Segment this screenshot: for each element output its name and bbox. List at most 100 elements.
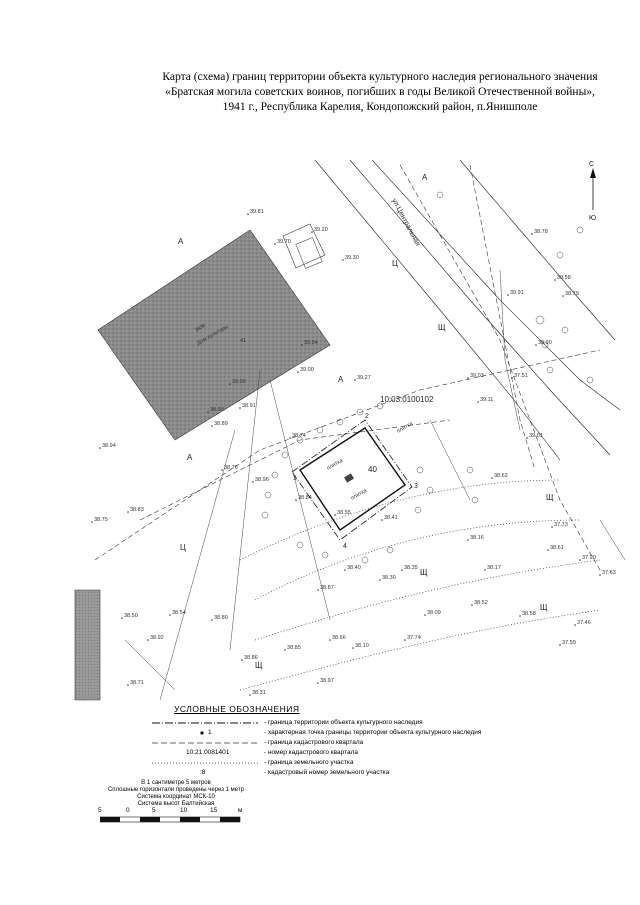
map-title: Карта (схема) границ территории объекта … [162,71,598,113]
height-mark-label: 39.91 [510,290,524,296]
scale-tick: 5 [98,807,102,814]
height-mark-dot [127,684,129,686]
height-mark-label: 37.59 [562,640,576,646]
height-mark-dot [535,344,537,346]
height-mark-label: 38.87 [320,585,334,591]
scale-tick: 0 [126,807,130,814]
height-mark-label: 38.52 [474,600,488,606]
height-mark-label: 38.92 [150,635,164,641]
small-building [282,223,326,269]
boundary-point-2: 2 [365,413,369,420]
height-mark-label: 39.01 [529,433,543,439]
height-mark-label: 38.91 [242,403,256,409]
height-mark-dot [554,279,556,281]
street-edges [314,159,621,461]
tile-label: плитка [326,457,345,471]
height-mark-label: 39.11 [480,397,493,403]
height-mark-label: 38.89 [214,421,228,427]
height-mark-dot [526,437,528,439]
legend-symbol-kvartal-boundary [152,742,258,744]
height-mark-label: 38.66 [332,635,346,641]
height-mark-dot [599,574,601,576]
kvartal-boundaries [94,164,601,571]
scale-notes: В 1 сантиметре 5 метров Сплошные горизон… [107,780,245,807]
height-mark-dot [352,647,354,649]
legend-symbol-land-plot-boundary [152,762,258,764]
height-mark-label: 38.84 [298,495,312,501]
height-mark-label: 38.83 [130,507,144,513]
height-mark-label: 39.94 [304,340,318,346]
svg-text:А: А [187,453,193,462]
site-lines [124,269,626,701]
svg-text:Щ: Щ [420,568,428,577]
height-mark-label: 38.30 [382,575,396,581]
height-mark-dot [211,619,213,621]
height-mark-label: 38.93 [210,407,224,413]
height-mark-label: 38.61 [550,545,564,551]
height-mark-label: 38.96 [255,477,269,483]
svg-text:Щ: Щ [546,493,554,502]
height-mark-label: 38.75 [94,517,108,523]
height-mark-dot [221,469,223,471]
object-number-label: 40 [368,465,377,474]
height-mark-dot [342,259,344,261]
north-label: С [589,161,594,168]
height-mark-dot [562,295,564,297]
height-mark-label: 37.46 [577,620,591,626]
height-mark-label: 38.85 [287,645,301,651]
height-mark-dot [317,589,319,591]
legend-item-kvartal-boundary: - граница кадастрового квартала [150,738,550,748]
height-mark-dot [404,639,406,641]
cadastral-quarter-label: 10:03:0100102 [380,395,434,404]
svg-text:Щ: Щ [255,661,263,670]
land-plot-boundary [239,479,601,691]
height-mark-dot [284,649,286,651]
svg-text:Ц: Ц [392,259,398,268]
street-label: ул.Центральная [390,198,421,248]
height-mark-dot [354,379,356,381]
height-mark-dot [91,521,93,523]
height-mark-label: 39.27 [357,375,371,381]
height-mark-dot [252,481,254,483]
height-mark-dot [381,519,383,521]
svg-text:А: А [422,173,428,182]
height-mark-dot [467,377,469,379]
height-mark-dot [147,639,149,641]
height-mark-label: 38.54 [172,610,186,616]
legend-symbol-heritage-boundary [152,722,258,724]
height-mark-label: 38.62 [494,473,508,479]
height-mark-dot [239,407,241,409]
height-mark-label: 38.71 [130,680,144,686]
height-mark-label: 38.76 [224,465,238,471]
height-mark-dot [127,511,129,513]
north-arrow: С Ю [589,161,596,222]
tile-label: плитка [350,487,369,501]
height-mark-dot [491,477,493,479]
height-mark-label: 39.03 [470,373,484,379]
culture-house-building [97,229,331,441]
outbuilding [295,237,323,269]
height-mark-dot [297,371,299,373]
height-mark-label: 38.50 [124,613,138,619]
height-mark-label: 39.81 [250,209,264,215]
height-mark-dot [295,499,297,501]
height-mark-label: 38.17 [487,565,501,571]
height-mark-dot [311,231,313,233]
legend-item-kvartal-number: 10:21:0081401 - номер кадастрового кварт… [186,749,359,756]
height-mark-dot [551,526,553,528]
svg-text:Щ: Щ [540,603,548,612]
height-mark-dot [274,243,276,245]
height-mark-dot [229,383,231,385]
scale-tick: 15 [210,807,218,814]
height-mark-dot [289,437,291,439]
scale-tick: 5 [152,807,156,814]
height-mark-dot [207,411,209,413]
legend-item-heritage-boundary: - граница территории объекта культурного… [150,718,550,728]
height-mark-label: 38.41 [384,515,398,521]
boundary-point-3: 3 [414,483,418,490]
height-mark-dot [547,549,549,551]
height-mark-label: 37.51 [514,373,528,379]
scale-bar [100,816,241,823]
height-mark-label: 39.09 [232,379,246,385]
